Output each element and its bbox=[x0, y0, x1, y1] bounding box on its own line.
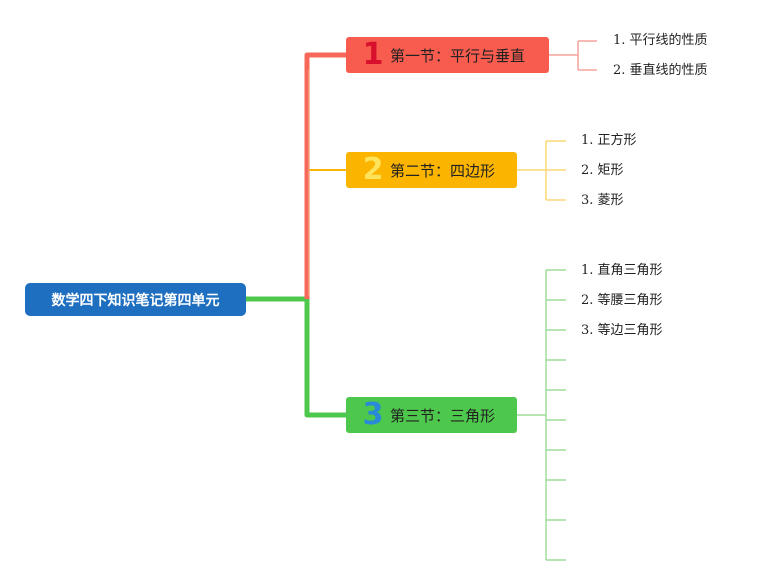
subtopic-3-3[interactable]: 3. 等边三角形 bbox=[581, 323, 663, 338]
subtopic-3-1[interactable]: 1. 直角三角形 bbox=[581, 263, 663, 278]
subtopic-2-2[interactable]: 2. 矩形 bbox=[581, 163, 624, 178]
section-number-1: 1 bbox=[362, 37, 384, 72]
section-number-2: 2 bbox=[362, 152, 384, 187]
subtopic-3-2[interactable]: 2. 等腰三角形 bbox=[581, 293, 663, 308]
section-title-3: 第三节：三角形 bbox=[390, 406, 496, 425]
connector-section-2-items bbox=[517, 140, 566, 201]
root-topic[interactable]: 数学四下知识笔记第四单元 bbox=[25, 283, 246, 316]
subtopic-1-2[interactable]: 2. 垂直线的性质 bbox=[613, 63, 708, 78]
connector-root-section-3 bbox=[246, 296, 346, 418]
section-topic-1[interactable]: 1 第一节：平行与垂直 bbox=[346, 37, 549, 73]
section-title-1: 第一节：平行与垂直 bbox=[390, 46, 526, 65]
connector-root-section-1 bbox=[304, 52, 346, 299]
root-topic-label: 数学四下知识笔记第四单元 bbox=[51, 292, 220, 309]
connector-section-1-items bbox=[549, 40, 597, 71]
section-title-2: 第二节：四边形 bbox=[390, 161, 496, 180]
section-topic-2[interactable]: 2 第二节：四边形 bbox=[346, 152, 517, 188]
section-topic-3[interactable]: 3 第三节：三角形 bbox=[346, 397, 517, 433]
subtopic-2-3[interactable]: 3. 菱形 bbox=[581, 193, 624, 208]
section-number-3: 3 bbox=[362, 397, 384, 432]
connector-section-3-items bbox=[517, 269, 566, 561]
subtopic-1-1[interactable]: 1. 平行线的性质 bbox=[613, 33, 708, 48]
subtopic-2-1[interactable]: 1. 正方形 bbox=[581, 133, 637, 148]
